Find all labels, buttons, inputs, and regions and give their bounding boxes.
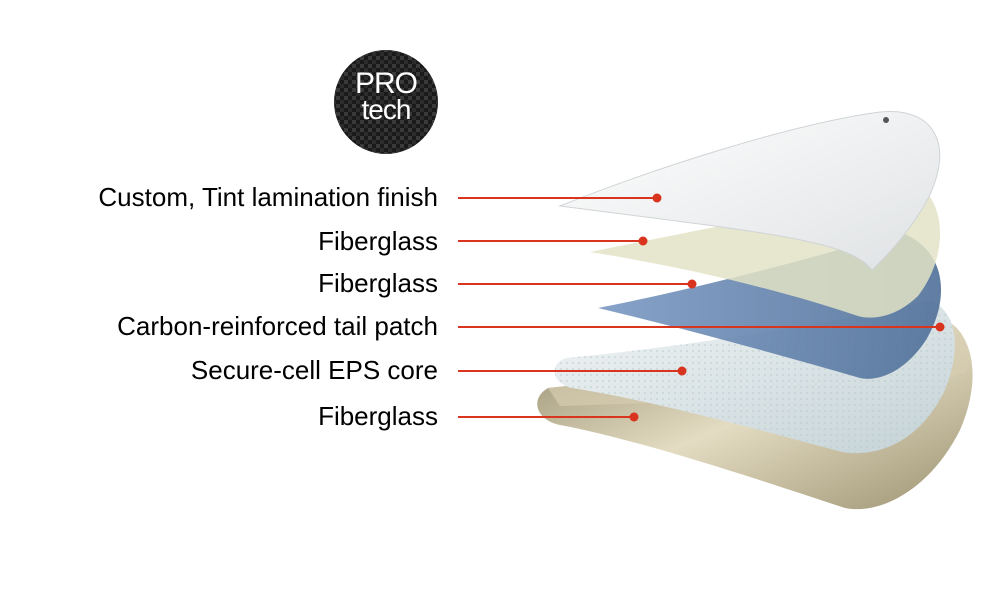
leader-lines [458, 193, 945, 422]
protech-logo [334, 50, 438, 154]
logo-line-2: tech [361, 94, 412, 125]
label-fiberglass-bottom: Fiberglass [318, 401, 438, 431]
label-lamination-finish: Custom, Tint lamination finish [98, 182, 438, 212]
leader-dot [935, 322, 945, 332]
label-eps-core: Secure-cell EPS core [190, 355, 438, 385]
label-carbon-tail-patch: Carbon-reinforced tail patch [117, 311, 438, 341]
label-fiberglass-middle: Fiberglass [318, 268, 438, 298]
deck-lamination-layer [558, 110, 941, 271]
leader-dot [652, 193, 662, 203]
leader-dot [677, 366, 687, 376]
label-fiberglass-top: Fiberglass [318, 226, 438, 256]
leader-dot [638, 236, 648, 246]
carbon-fiber-badge-icon [334, 50, 438, 154]
leader-dot [629, 412, 639, 422]
logo-text: PRO tech [334, 50, 438, 154]
leader-dot [687, 279, 697, 289]
logo-line-1: PRO [354, 67, 418, 100]
